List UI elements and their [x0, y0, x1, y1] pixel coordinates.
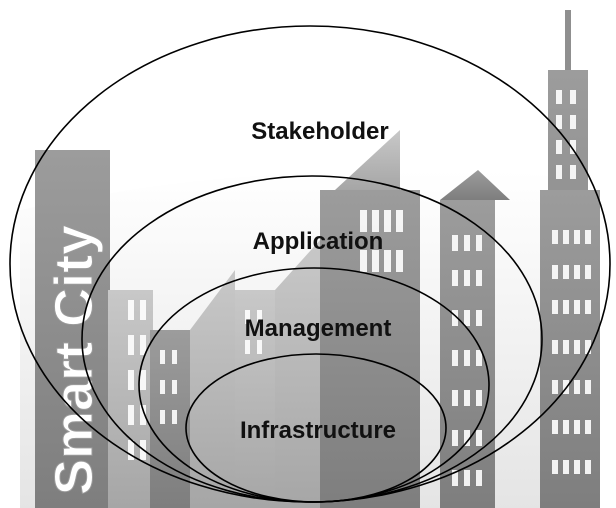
label-application: Application — [253, 228, 384, 255]
label-stakeholder: Stakeholder — [251, 118, 388, 145]
ellipse-infrastructure — [185, 353, 447, 503]
smart-city-title: Smart City — [44, 224, 105, 495]
title-text: Smart City — [44, 225, 104, 495]
label-management: Management — [245, 315, 392, 342]
label-infrastructure: Infrastructure — [240, 417, 396, 444]
layer-ellipses — [9, 25, 611, 503]
